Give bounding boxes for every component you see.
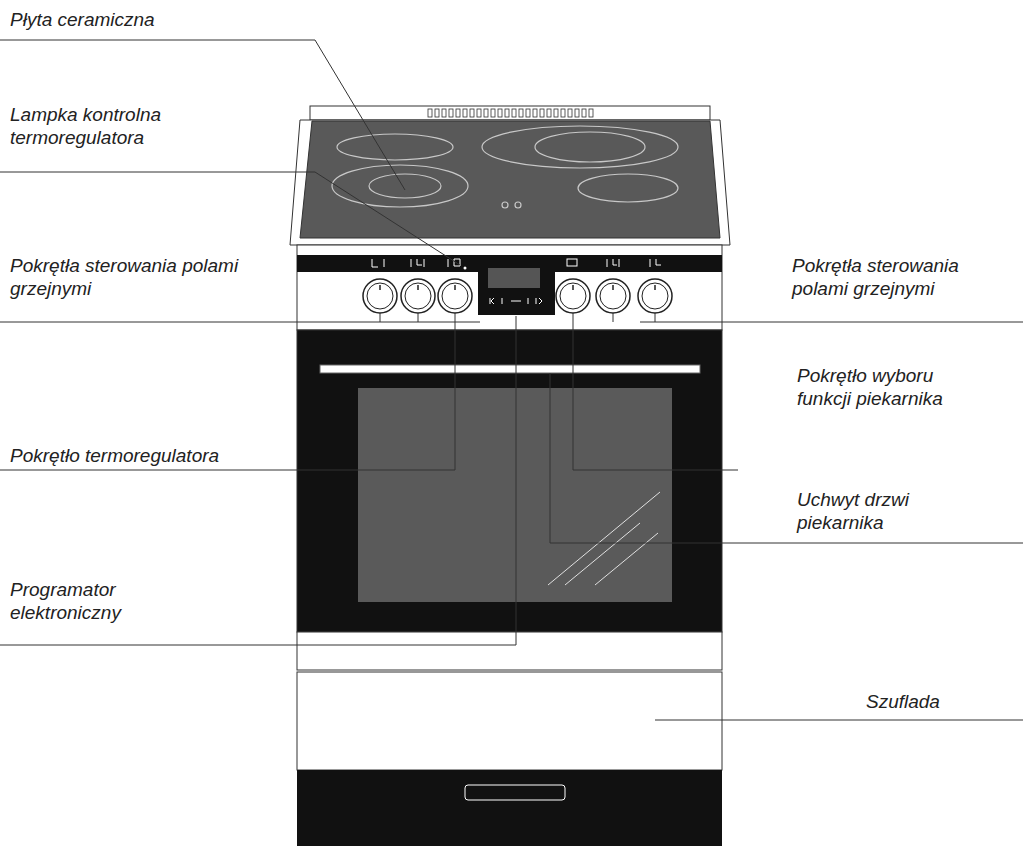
knob-marks xyxy=(380,285,655,290)
glass-reflection xyxy=(548,492,660,585)
vent-slot xyxy=(477,109,481,117)
oven-door xyxy=(297,330,722,632)
knobs xyxy=(363,279,672,313)
part-label: Pokrętło termoregulatora xyxy=(10,444,310,467)
part-label: Pokrętła sterowania polami grzejnymi xyxy=(792,254,1017,300)
part-label: Szuflada xyxy=(866,690,1016,713)
cooking-zones xyxy=(332,126,678,208)
vent-slot xyxy=(540,109,544,117)
vent-slot xyxy=(519,109,523,117)
hob-frame xyxy=(290,120,730,245)
vent-slot xyxy=(589,109,593,117)
vent-slot xyxy=(547,109,551,117)
oven-window xyxy=(358,388,672,602)
vent-slot xyxy=(442,109,446,117)
leader-lines xyxy=(0,40,1023,720)
part-label: Uchwyt drzwi piekarnika xyxy=(797,488,947,534)
vent-slot xyxy=(512,109,516,117)
vent-slots xyxy=(428,109,593,117)
control-panel xyxy=(297,245,722,330)
vent-slot xyxy=(554,109,558,117)
vent-slot xyxy=(463,109,467,117)
vent-slot xyxy=(435,109,439,117)
knob-rings xyxy=(367,283,668,309)
vent-slot xyxy=(533,109,537,117)
vent-slot xyxy=(449,109,453,117)
vent-slot xyxy=(498,109,502,117)
vent-slot xyxy=(526,109,530,117)
vent-slot xyxy=(428,109,432,117)
vent-slot xyxy=(491,109,495,117)
vent-slot xyxy=(456,109,460,117)
drawer xyxy=(297,672,722,770)
programmer-display xyxy=(488,268,540,288)
plinth xyxy=(297,770,722,846)
vent-strip xyxy=(310,106,710,120)
door-base-strip xyxy=(297,632,722,670)
part-label: Płyta ceramiczna xyxy=(10,8,310,31)
pilot-lamp xyxy=(464,267,467,270)
drawer-handle xyxy=(465,785,565,800)
vent-slot xyxy=(561,109,565,117)
part-label: Programator elektroniczny xyxy=(10,578,160,624)
part-label: Pokrętła sterowania polami grzejnymi xyxy=(10,254,240,300)
part-label: Pokrętło wyboru funkcji piekarnika xyxy=(797,364,947,410)
vent-slot xyxy=(582,109,586,117)
vent-slot xyxy=(484,109,488,117)
door-handle xyxy=(320,365,700,373)
vent-slot xyxy=(470,109,474,117)
vent-slot xyxy=(568,109,572,117)
part-label: Lampka kontrolna termoregulatora xyxy=(10,103,210,149)
vent-slot xyxy=(505,109,509,117)
ceramic-hob xyxy=(300,121,720,238)
vent-slot xyxy=(575,109,579,117)
programmer-buttons xyxy=(490,298,542,304)
programmer xyxy=(478,262,555,315)
